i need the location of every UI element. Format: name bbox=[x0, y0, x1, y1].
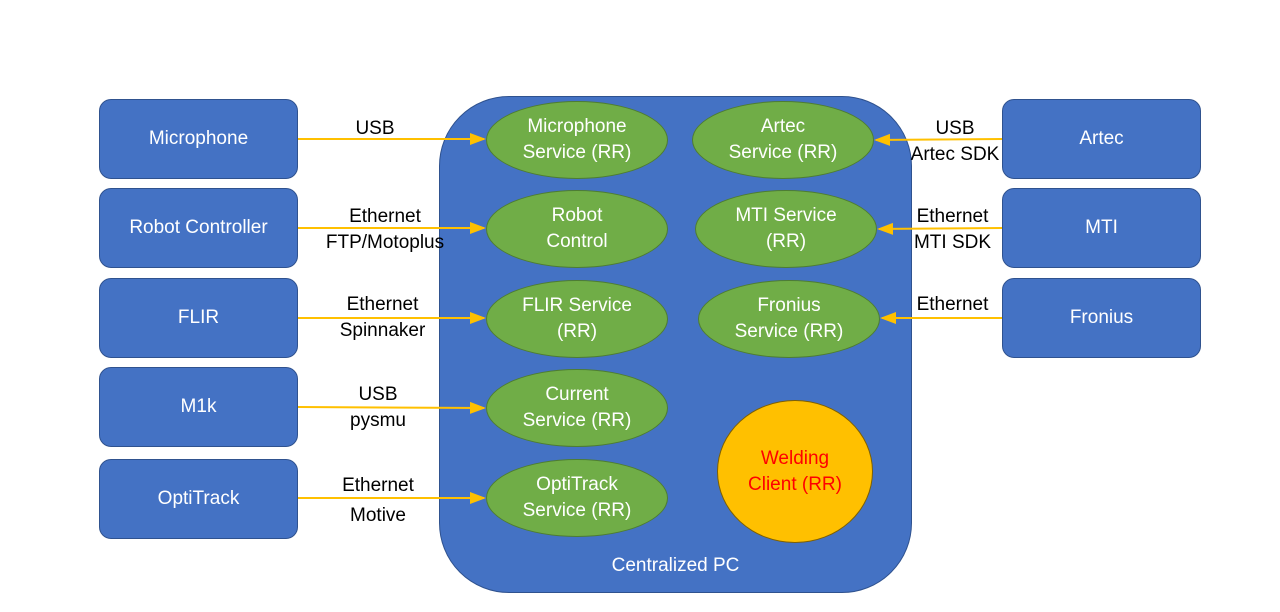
service-line: MTI Service bbox=[735, 205, 837, 226]
device-robot-controller: Robot Controller bbox=[99, 188, 298, 268]
arrow-mti bbox=[877, 222, 1003, 235]
connection-line: FTP/Motoplus bbox=[325, 232, 445, 253]
device-label: Robot Controller bbox=[129, 217, 268, 238]
connection-line: Motive bbox=[350, 505, 406, 526]
connection-label-microphone: USB bbox=[315, 116, 435, 142]
service-line: (RR) bbox=[556, 321, 598, 342]
connection-label-m1k: USB pysmu bbox=[318, 382, 438, 434]
service-line: Microphone bbox=[527, 116, 627, 137]
service-line: Service (RR) bbox=[522, 142, 632, 163]
connection-line: Artec SDK bbox=[910, 144, 1000, 165]
arrow-m1k bbox=[297, 401, 486, 414]
connection-line: Ethernet bbox=[916, 294, 989, 315]
connection-line: MTI SDK bbox=[913, 232, 992, 253]
client-line: Welding bbox=[760, 447, 830, 469]
service-line: Control bbox=[546, 231, 608, 252]
device-label: Microphone bbox=[148, 128, 249, 149]
device-fronius: Fronius bbox=[1002, 278, 1201, 358]
service-line: Service (RR) bbox=[522, 500, 632, 521]
client-line: Client (RR) bbox=[748, 473, 842, 495]
device-mti: MTI bbox=[1002, 188, 1201, 268]
connection-line: Ethernet bbox=[342, 475, 414, 496]
connection-line: Spinnaker bbox=[339, 320, 426, 341]
connection-line: USB bbox=[355, 118, 395, 139]
service-line: Service (RR) bbox=[728, 142, 838, 163]
device-flir: FLIR bbox=[99, 278, 298, 358]
connection-label-fronius: Ethernet bbox=[895, 292, 1010, 318]
service-line: Robot bbox=[551, 205, 603, 226]
device-m1k: M1k bbox=[99, 367, 298, 447]
service-line: (RR) bbox=[765, 231, 807, 252]
service-line: FLIR Service bbox=[522, 295, 632, 316]
device-artec: Artec bbox=[1002, 99, 1201, 179]
service-mti: MTI Service (RR) bbox=[695, 190, 877, 268]
connection-line: USB bbox=[935, 118, 975, 139]
service-line: Service (RR) bbox=[522, 410, 632, 431]
connection-line: pysmu bbox=[350, 410, 406, 431]
device-label: FLIR bbox=[177, 307, 220, 328]
service-flir: FLIR Service (RR) bbox=[486, 280, 668, 358]
centralized-pc-label: Centralized PC bbox=[611, 555, 740, 576]
connection-line: Ethernet bbox=[916, 206, 989, 227]
service-line: Artec bbox=[760, 116, 806, 137]
device-label: MTI bbox=[1085, 217, 1118, 238]
arrow-artec bbox=[874, 133, 1003, 146]
service-line: Current bbox=[545, 384, 609, 405]
service-line: OptiTrack bbox=[536, 474, 618, 495]
device-label: M1k bbox=[180, 396, 217, 417]
connection-label-artec: USB Artec SDK bbox=[895, 116, 1015, 168]
device-label: Fronius bbox=[1069, 307, 1134, 328]
service-line: Fronius bbox=[757, 295, 821, 316]
connection-line: Ethernet bbox=[346, 294, 419, 315]
device-label: OptiTrack bbox=[157, 488, 240, 509]
device-label: Artec bbox=[1079, 128, 1124, 149]
connection-line: Ethernet bbox=[349, 206, 421, 227]
service-line: Service (RR) bbox=[734, 321, 844, 342]
device-optitrack: OptiTrack bbox=[99, 459, 298, 539]
connection-line: USB bbox=[358, 384, 398, 405]
device-microphone: Microphone bbox=[99, 99, 298, 179]
